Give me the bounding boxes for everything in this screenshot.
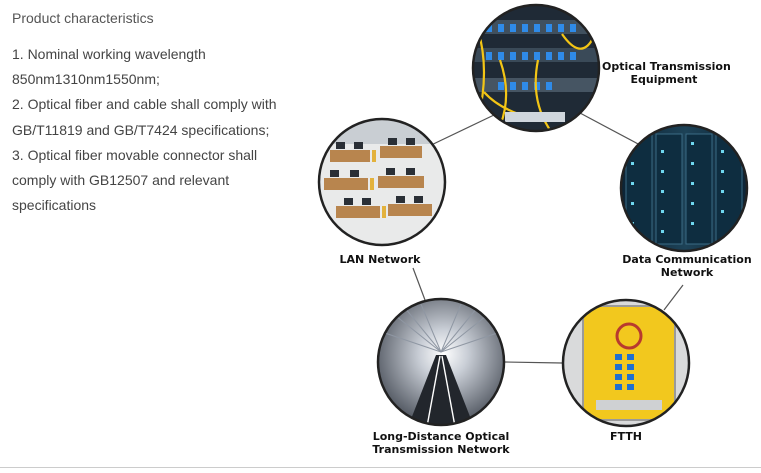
- spec-line: 850nm1310nm1550nm;: [12, 71, 160, 88]
- label-line: Long-Distance Optical: [372, 430, 510, 443]
- office-desks-photo: [317, 117, 447, 247]
- diagram-graphic: [317, 3, 749, 428]
- spec-line: comply with GB12507 and relevant: [12, 172, 230, 189]
- label-line: Network: [660, 266, 714, 279]
- light-tunnel-photo: [376, 297, 506, 427]
- label-line: Optical Transmission: [602, 60, 731, 73]
- spec-line: 2. Optical fiber and cable shall comply …: [12, 96, 277, 113]
- fiber-box-photo: [561, 298, 691, 428]
- diagram-connectors: [412, 112, 684, 364]
- patch-panel-photo: [471, 3, 601, 133]
- spec-line: 1. Nominal working wavelength: [12, 46, 206, 62]
- server-rack-photo: [619, 123, 749, 253]
- bottom-divider: [0, 467, 761, 468]
- label-line: LAN Network: [339, 253, 421, 266]
- label-line: Data Communication: [622, 253, 752, 266]
- label-data-communication-network: Data Communication Network: [617, 253, 757, 279]
- label-line: Transmission Network: [372, 443, 510, 456]
- spec-line: GB/T11819 and GB/T7424 specifications;: [12, 121, 270, 138]
- label-lan-network: LAN Network: [330, 253, 430, 266]
- label-line: Equipment: [630, 73, 698, 86]
- label-optical-transmission-equipment: Optical Transmission Equipment: [602, 60, 731, 86]
- network-applications-diagram: Optical Transmission Equipment Data Comm…: [300, 0, 761, 465]
- section-title: Product characteristics: [12, 10, 154, 26]
- spec-line: 3. Optical fiber movable connector shall: [12, 146, 258, 163]
- spec-line: specifications: [12, 197, 97, 214]
- product-characteristics-text: 1. Nominal working wavelength 850nm1310n…: [12, 42, 312, 218]
- label-long-distance-optical-network: Long-Distance Optical Transmission Netwo…: [366, 430, 516, 456]
- label-ftth: FTTH: [596, 430, 656, 443]
- label-line: FTTH: [610, 430, 642, 443]
